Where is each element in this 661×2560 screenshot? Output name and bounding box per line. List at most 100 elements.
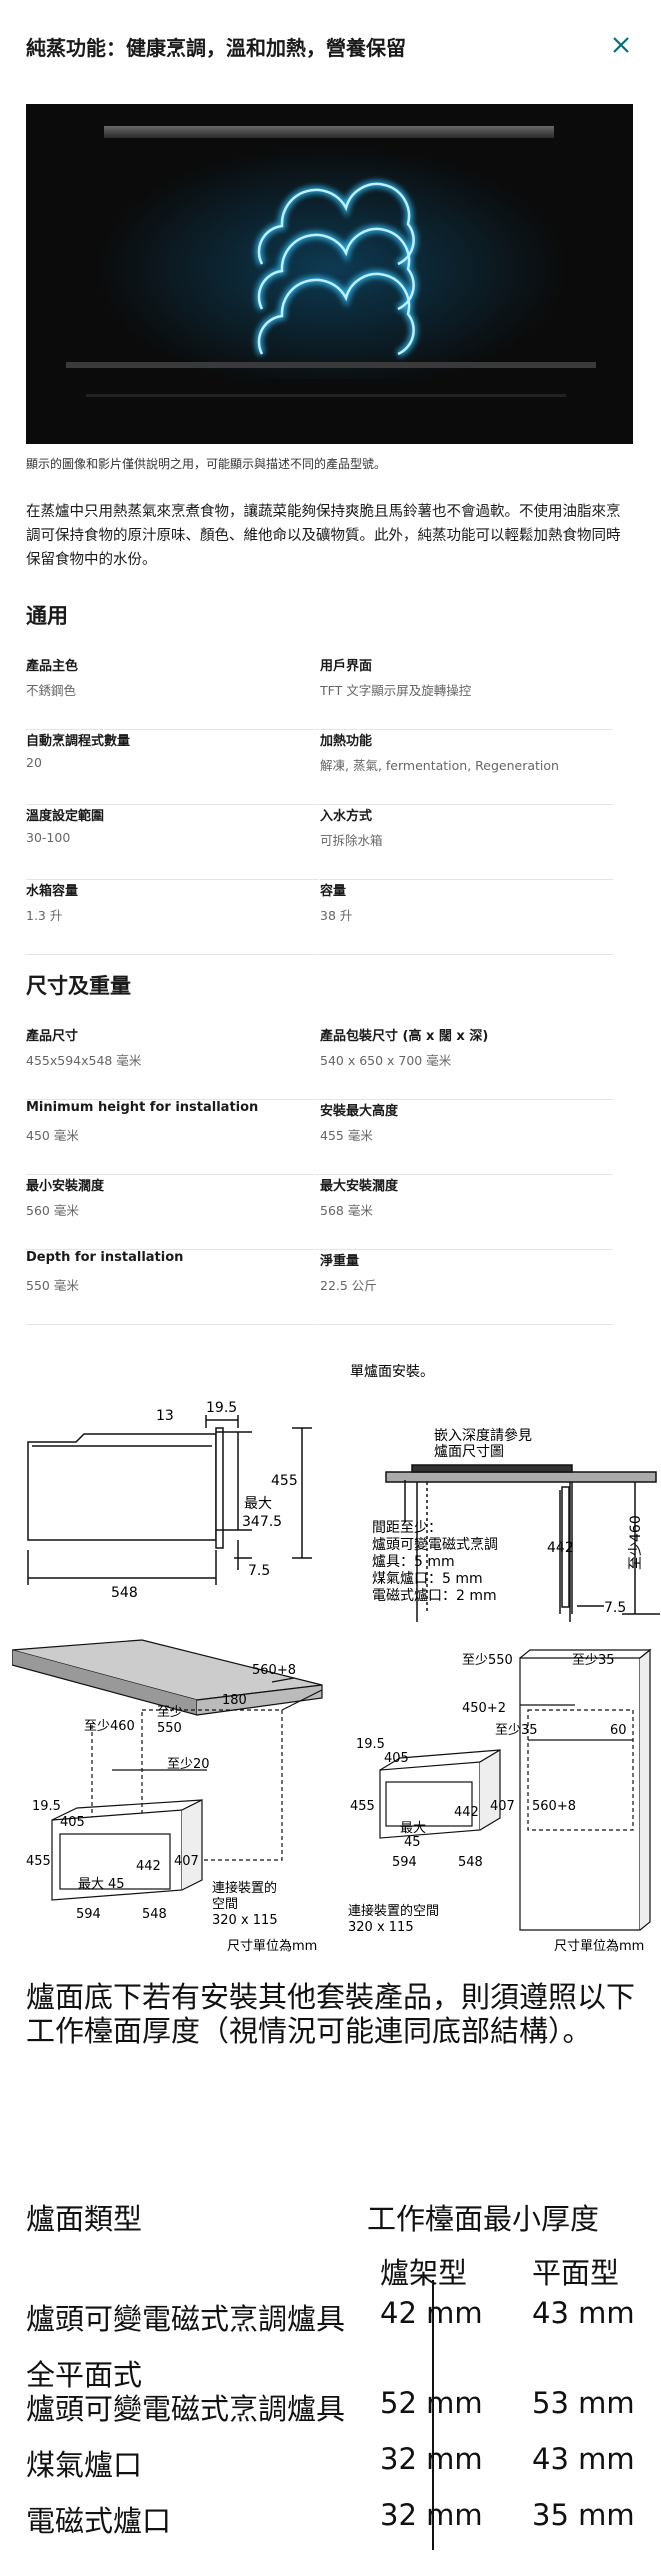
il-dim-405: 405 xyxy=(60,1815,85,1830)
worktop-instructions: 爐面底下若有安裝其他套裝產品，則須遵照以下工作檯面厚度（視情況可能連同底部結構）… xyxy=(26,1980,636,2048)
ir-dim-450: 450+2 xyxy=(462,1701,506,1716)
il-dim-407: 407 xyxy=(174,1854,199,1869)
spec-item: Depth for installation 550 毫米 xyxy=(26,1250,319,1325)
spec-divider xyxy=(26,954,319,955)
spec-divider xyxy=(26,879,319,880)
spec-value: 解凍, 蒸氣, fermentation, Regeneration xyxy=(320,758,559,773)
spec-value: 455x594x548 毫米 xyxy=(26,1053,142,1068)
spec-divider xyxy=(320,729,613,730)
row-type: 煤氣爐口 xyxy=(26,2448,143,2482)
il-dim-19-5: 19.5 xyxy=(32,1799,61,1814)
spec-label: 最大安裝濶度 xyxy=(320,1179,399,1194)
dim-19-5: 19.5 xyxy=(206,1400,237,1416)
spec-divider xyxy=(26,1174,319,1175)
spec-divider xyxy=(26,729,319,730)
spec-value: 20 xyxy=(26,755,42,770)
il-dim-180: 180 xyxy=(222,1693,247,1708)
il-conn-3: 320 x 115 xyxy=(212,1913,278,1928)
row-flat: 43 mm xyxy=(532,2442,635,2476)
spec-item: 自動烹調程式數量 20 xyxy=(26,730,319,805)
il-dim-442: 442 xyxy=(136,1859,161,1874)
il-unit: 尺寸單位為mm xyxy=(227,1938,317,1954)
spec-label: Depth for installation xyxy=(26,1250,184,1265)
row-flat: 43 mm xyxy=(532,2296,635,2330)
hob-installation-diagram: 單爐面安裝。 嵌入深度請參見 爐面尺寸圖 間距至少： 爐頭可變電磁式烹調 爐具：… xyxy=(342,1362,660,1622)
spec-divider xyxy=(320,1174,613,1175)
il-conn-1: 連接裝置的 xyxy=(212,1880,277,1896)
row-type: 爐頭可變電磁式烹調爐具 xyxy=(26,2392,346,2426)
il-dim-460: 至少460 xyxy=(84,1719,135,1734)
hob-dim-442: 442 xyxy=(547,1540,574,1556)
ir-conn-1: 連接裝置的空間 xyxy=(348,1903,439,1919)
spec-divider xyxy=(320,1249,613,1250)
spec-item: 產品主色不銹鋼色 xyxy=(26,655,319,730)
ir-unit: 尺寸單位為mm xyxy=(554,1938,644,1954)
spec-item: 容量 38 升 xyxy=(320,880,613,955)
close-button[interactable] xyxy=(606,30,636,60)
spec-label: 產品主色 xyxy=(26,659,79,674)
spec-value: 38 升 xyxy=(320,908,353,923)
spec-label: 自動烹調程式數量 xyxy=(26,734,131,749)
il-dim-455: 455 xyxy=(26,1854,51,1869)
section-title-general: 通用 xyxy=(26,604,68,628)
dim-13: 13 xyxy=(156,1408,174,1424)
ir-dim-407: 407 xyxy=(490,1799,515,1814)
row-type: 電磁式爐口 xyxy=(26,2504,172,2538)
hob-gap-3: 煤氣爐口：5 mm xyxy=(372,1571,483,1587)
image-caption: 顯示的圖像和影片僅供說明之用，可能顯示與描述不同的產品型號。 xyxy=(26,457,387,471)
ir-dim-45: 45 xyxy=(404,1835,421,1850)
ir-dim-19-5: 19.5 xyxy=(356,1737,385,1752)
spec-divider xyxy=(320,879,613,880)
dim-347-5: 347.5 xyxy=(242,1514,282,1530)
spec-label: 產品尺寸 xyxy=(26,1029,79,1044)
ir-dim-35-b: 至少35 xyxy=(495,1723,538,1738)
spec-value: TFT 文字顯示屏及旋轉操控 xyxy=(320,683,472,698)
il-dim-20: 至少20 xyxy=(167,1757,210,1772)
spec-value: 550 毫米 xyxy=(26,1278,79,1293)
ir-dim-455: 455 xyxy=(350,1799,375,1814)
ir-dim-560: 560+8 xyxy=(532,1799,576,1814)
spec-value: 560 毫米 xyxy=(26,1203,79,1218)
spec-value: 450 毫米 xyxy=(26,1128,79,1143)
col-header-min-thickness: 工作檯面最小厚度 xyxy=(367,2202,600,2236)
row-type-prefix: 全平面式 xyxy=(26,2358,143,2392)
spec-item: 加熱功能解凍, 蒸氣, fermentation, Regeneration xyxy=(320,730,613,805)
row-frame: 52 mm xyxy=(380,2386,483,2420)
dim-max-label: 最大 xyxy=(244,1496,272,1512)
spec-value: 1.3 升 xyxy=(26,908,63,923)
close-icon xyxy=(613,37,629,53)
spec-divider xyxy=(26,804,319,805)
ir-dim-594: 594 xyxy=(392,1855,417,1870)
spec-value: 455 毫米 xyxy=(320,1128,373,1143)
spec-label: 最小安裝濶度 xyxy=(26,1179,105,1194)
hob-gap-1: 爐頭可變電磁式烹調 xyxy=(372,1536,498,1553)
il-dim-548: 548 xyxy=(142,1907,167,1922)
hob-title: 單爐面安裝。 xyxy=(350,1364,434,1380)
spec-label: 安裝最大高度 xyxy=(320,1104,399,1119)
ir-dim-60: 60 xyxy=(610,1723,627,1738)
spec-value: 30-100 xyxy=(26,830,71,845)
hob-gap-2: 爐具：5 mm xyxy=(372,1554,455,1570)
ir-conn-2: 320 x 115 xyxy=(348,1920,414,1935)
il-min-label: 至少 xyxy=(157,1705,183,1720)
ir-dim-405: 405 xyxy=(384,1751,409,1766)
row-flat: 35 mm xyxy=(532,2498,635,2532)
spec-divider xyxy=(26,1099,319,1100)
spec-label: 淨重量 xyxy=(320,1254,360,1269)
dialog-title: 純蒸功能：健康烹調，溫和加熱，營養保留 xyxy=(26,36,406,60)
col-header-frame: 爐架型 xyxy=(380,2256,468,2290)
ir-dim-442: 442 xyxy=(454,1805,479,1820)
spec-label: 容量 xyxy=(320,884,347,899)
spec-item: 產品包裝尺寸 (高 x 闊 x 深)540 x 650 x 700 毫米 xyxy=(320,1025,613,1100)
spec-item: 最小安裝濶度 560 毫米 xyxy=(26,1175,319,1250)
under-counter-installation-diagram: 560+8 180 至少 550 至少460 至少20 19.5 405 455… xyxy=(11,1630,332,1960)
dim-7-5: 7.5 xyxy=(248,1563,270,1579)
hob-gap-4: 電磁式爐口：2 mm xyxy=(372,1588,497,1604)
ir-dim-548: 548 xyxy=(458,1855,483,1870)
il-dim-560: 560+8 xyxy=(252,1663,296,1678)
hob-dim-460: 至少460 xyxy=(628,1515,644,1570)
hob-gap-title: 間距至少： xyxy=(372,1520,442,1536)
col-header-flat: 平面型 xyxy=(532,2256,620,2290)
